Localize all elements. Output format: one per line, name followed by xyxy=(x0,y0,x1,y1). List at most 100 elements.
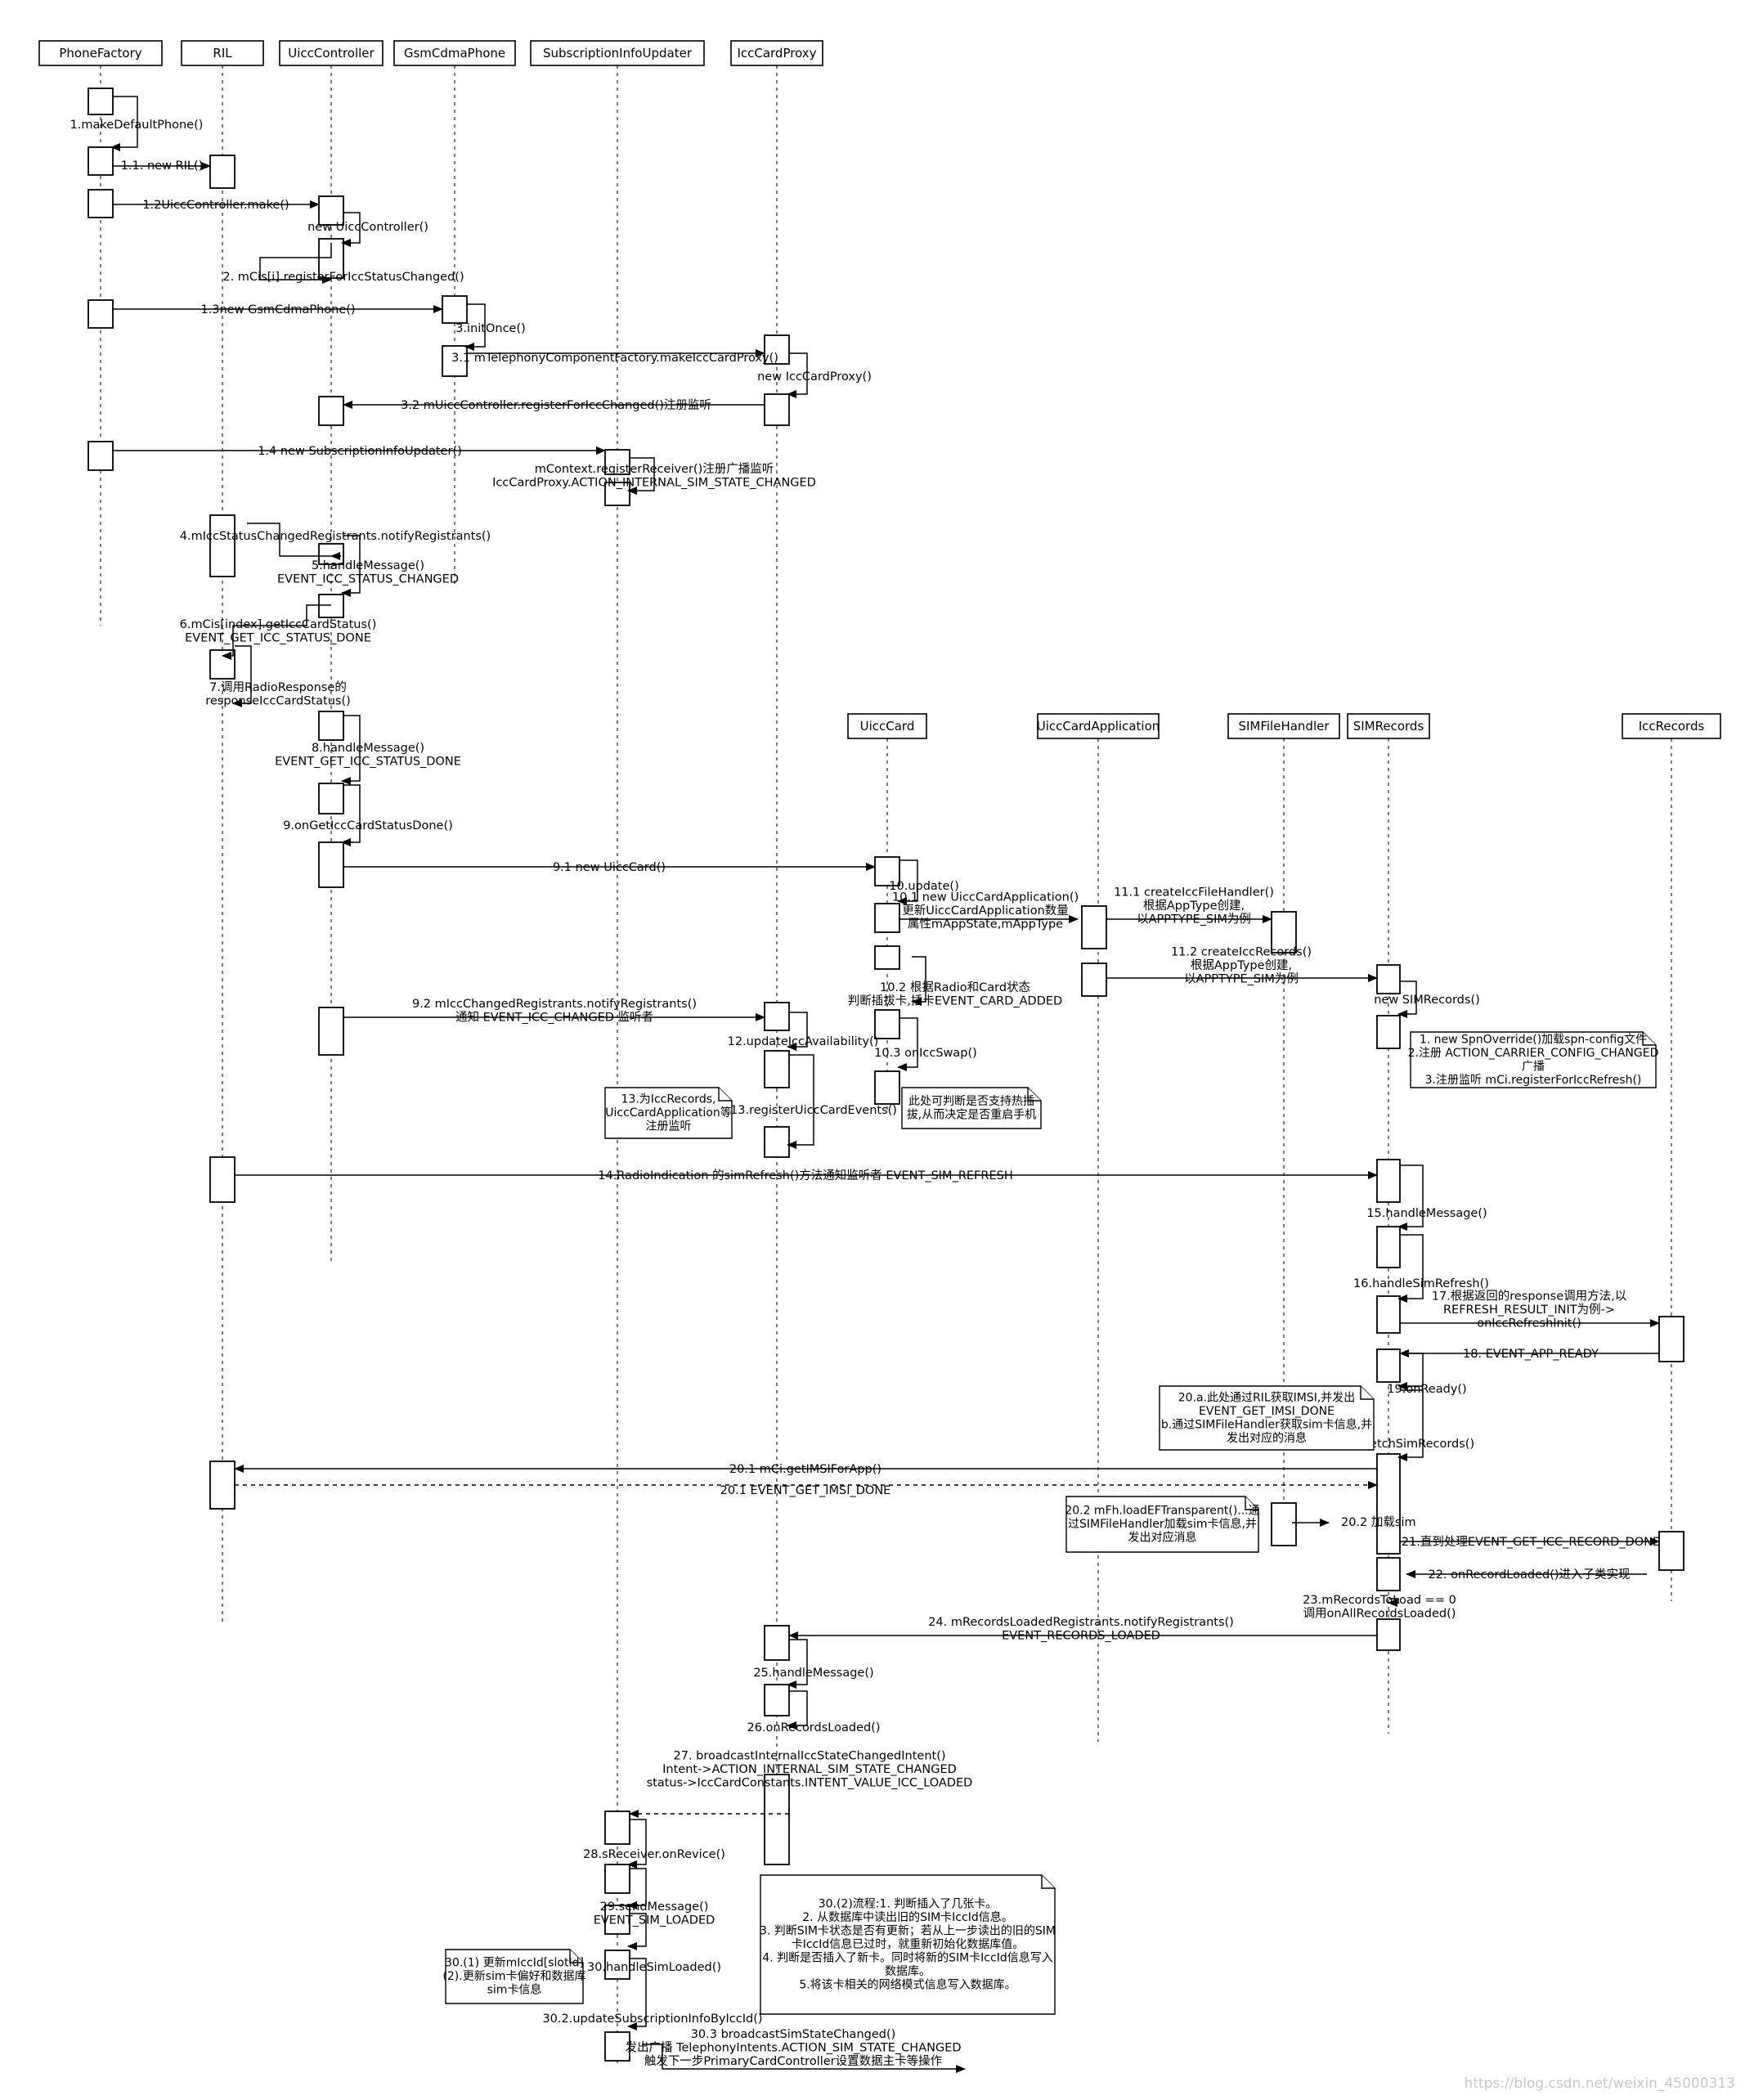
participant-label: UiccCardApplication xyxy=(1037,719,1160,734)
self-arrow-m_ctxreg xyxy=(627,457,655,495)
note-n_swap xyxy=(901,1087,1042,1129)
participant-subinfoupdater: SubscriptionInfoUpdater xyxy=(530,40,705,66)
activation-uicccontroller xyxy=(318,195,344,226)
activation-icccardproxy xyxy=(764,1126,790,1158)
activation-simrecords xyxy=(1376,1159,1401,1203)
message-label-m6-line: 6.mCis[index].getIccCardStatus() xyxy=(180,618,377,631)
message-label-m12: 12.updateIccAvailability() xyxy=(728,1035,879,1048)
activation-icccardproxy xyxy=(764,1002,790,1031)
message-label-m16: 16.handleSimRefresh() xyxy=(1353,1277,1489,1290)
message-label-m17: 17.根据返回的response调用方法,以REFRESH_RESULT_INI… xyxy=(1432,1290,1627,1330)
message-label-m2-line: 2. mCis[i].registerForIccStatusChanged() xyxy=(222,271,464,284)
message-label-m19: 19.onReady() xyxy=(1387,1383,1466,1396)
participant-icccardproxy: IccCardProxy xyxy=(730,40,823,66)
message-label-m9_1: 9.1 new UiccCard() xyxy=(553,861,666,874)
note-text-n13-line: UiccCardApplication等 xyxy=(605,1106,732,1120)
activation-gsmcdmaphone xyxy=(442,295,468,324)
message-label-m4: 4.mIccStatusChangedRegistrants.notifyReg… xyxy=(180,530,491,543)
activation-simrecords xyxy=(1376,1453,1401,1555)
activation-ril xyxy=(209,1461,236,1510)
activation-simrecords xyxy=(1376,964,1401,994)
message-label-m6: 6.mCis[index].getIccCardStatus()EVENT_GE… xyxy=(180,618,377,645)
activation-subinfoupdater xyxy=(604,1864,630,1894)
message-label-m10_1-line: 10.1 new UiccCardApplication() xyxy=(892,891,1079,904)
note-text-n_simrec-line: 1. new SpnOverride()加载spn-config文件 xyxy=(1420,1033,1647,1046)
self-arrow-m10 xyxy=(897,859,918,905)
participant-gsmcdmaphone: GsmCdmaPhone xyxy=(393,40,516,66)
activation-subinfoupdater xyxy=(604,1905,630,1935)
message-label-m3_2-line: 3.2 mUiccController.registerForIccChange… xyxy=(401,398,711,412)
message-label-m7-line: responseIccCardStatus() xyxy=(205,695,351,708)
message-label-m16-line: 16.handleSimRefresh() xyxy=(1353,1277,1489,1290)
message-label-m10_3: 10.3 onIccSwap() xyxy=(874,1047,977,1060)
participant-label: UiccCard xyxy=(860,719,915,734)
participant-simfilehandler: SIMFileHandler xyxy=(1227,713,1340,739)
message-label-m11_2-line: 根据AppType创建, xyxy=(1191,958,1292,972)
message-label-m10-line: 10.update() xyxy=(889,880,958,893)
message-label-m7: 7.调用RadioResponse的responseIccCardStatus(… xyxy=(205,680,351,708)
message-label-m1_3: 1.3new GsmCdmaPhone() xyxy=(200,303,355,316)
note-text-n13-line: 13.为IccRecords, xyxy=(621,1093,716,1106)
message-label-m25: 25.handleMessage() xyxy=(753,1667,873,1680)
message-label-m12-line: 12.updateIccAvailability() xyxy=(728,1035,879,1048)
activation-uicccontroller xyxy=(318,841,344,888)
message-label-m_newsimrec: new SIMRecords() xyxy=(1374,994,1480,1007)
message-label-m_newuicc-line: new UiccController() xyxy=(307,221,428,234)
self-arrow-m15 xyxy=(1397,1164,1424,1231)
self-arrow-m13 xyxy=(787,1054,814,1149)
message-label-m_newuicc: new UiccController() xyxy=(307,221,428,234)
participant-label: UiccController xyxy=(288,46,375,61)
message-label-m23-line: 23.mRecordsToLoad == 0 xyxy=(1303,1594,1456,1607)
message-label-m5: 5.handleMessage()EVENT_ICC_STATUS_CHANGE… xyxy=(277,559,459,586)
message-label-m30: 30.handleSimLoaded() xyxy=(587,1961,721,1974)
message-label-m3_1: 3.1 mTelephonyComponentFactory.makeIccCa… xyxy=(451,352,778,365)
self-arrow-m3 xyxy=(464,303,486,351)
note-fold xyxy=(1245,1496,1258,1510)
activation-uicccard xyxy=(874,1070,900,1105)
note-text-n30_2-line: 4. 判断是否插入了新卡。同时将新的SIM卡IccId信息写入 xyxy=(762,1951,1052,1965)
self-arrow-m25 xyxy=(787,1639,808,1689)
message-label-m27-line: Intent->ACTION_INTERNAL_SIM_STATE_CHANGE… xyxy=(662,1763,957,1776)
message-label-m21-line: 21.直到处理EVENT_GET_ICC_RECORD_DONE xyxy=(1402,1535,1660,1549)
message-label-m11_2-line: 11.2 createIccRecords() xyxy=(1171,946,1312,959)
self-arrow-m_newuicc xyxy=(341,212,361,247)
note-text-n30_1-line: (2).更新sim卡偏好和数据库 xyxy=(442,1970,585,1983)
note-text-n20a-line: 20.a.此处通过RIL获取IMSI,并发出 xyxy=(1178,1391,1356,1404)
messages: 1.1. new RIL()1.2UiccController.make()1.… xyxy=(70,96,1660,2073)
note-text-n30_2: 30.(2)流程:1. 判断插入了几张卡。2. 从数据库中读出旧的SIM卡Icc… xyxy=(760,1898,1056,1992)
note-text-n30_2-line: 30.(2)流程:1. 判断插入了几张卡。 xyxy=(819,1898,998,1911)
activation-simfilehandler xyxy=(1271,911,1297,954)
message-label-m30_2-line: 30.2.updateSubscriptionInfoByIccId() xyxy=(542,2012,762,2026)
activation-ril xyxy=(209,649,236,680)
note-fold xyxy=(1027,1088,1041,1102)
participant-simrecords: SIMRecords xyxy=(1347,713,1430,739)
note-text-n13-line: 注册监听 xyxy=(646,1120,692,1133)
message-label-m13-line: 13.registerUiccCardEvents() xyxy=(730,1104,897,1117)
participant-label: IccCardProxy xyxy=(737,46,816,61)
note-text-n20_2-line: 20.2 mFh.loadEFTransparent()...通 xyxy=(1065,1505,1259,1518)
participant-label: SubscriptionInfoUpdater xyxy=(543,46,693,61)
note-text-n30_2-line: 卡IccId信息已过时，就重新初始化数据库值。 xyxy=(792,1937,1025,1951)
message-label-m5-line: 5.handleMessage() xyxy=(312,559,424,572)
message-label-m1_1: 1.1. new RIL() xyxy=(121,159,204,173)
message-label-m30_3-line: 30.3 broadcastSimStateChanged() xyxy=(691,2028,896,2041)
message-label-m2: 2. mCis[i].registerForIccStatusChanged() xyxy=(222,271,464,284)
participant-label: RIL xyxy=(213,46,232,61)
message-label-m_ctxreg-line: mContext.registerReceiver()注册广播监听 xyxy=(535,462,774,476)
message-label-m10: 10.update() xyxy=(889,880,958,893)
activation-uicccontroller xyxy=(318,783,344,814)
activation-icccardproxy xyxy=(764,334,790,365)
activation-icccardproxy xyxy=(764,1684,790,1716)
message-label-m21: 21.直到处理EVENT_GET_ICC_RECORD_DONE xyxy=(1402,1535,1660,1549)
activation-uicccard xyxy=(874,903,900,933)
message-label-m11_1: 11.1 createIccFileHandler()根据AppType创建,以… xyxy=(1114,886,1274,927)
activation-ril xyxy=(209,1156,236,1203)
message-label-m30_3: 30.3 broadcastSimStateChanged()发出广播 Tele… xyxy=(625,2028,961,2068)
activation-phonefactory xyxy=(87,299,114,329)
message-label-m28-line: 28.sReceiver.onRevice() xyxy=(583,1848,725,1861)
message-label-m27-line: 27. broadcastInternalIccStateChangedInte… xyxy=(673,1750,945,1763)
message-label-m15: 15.handleMessage() xyxy=(1366,1207,1487,1220)
activation-simrecords xyxy=(1376,1557,1401,1591)
